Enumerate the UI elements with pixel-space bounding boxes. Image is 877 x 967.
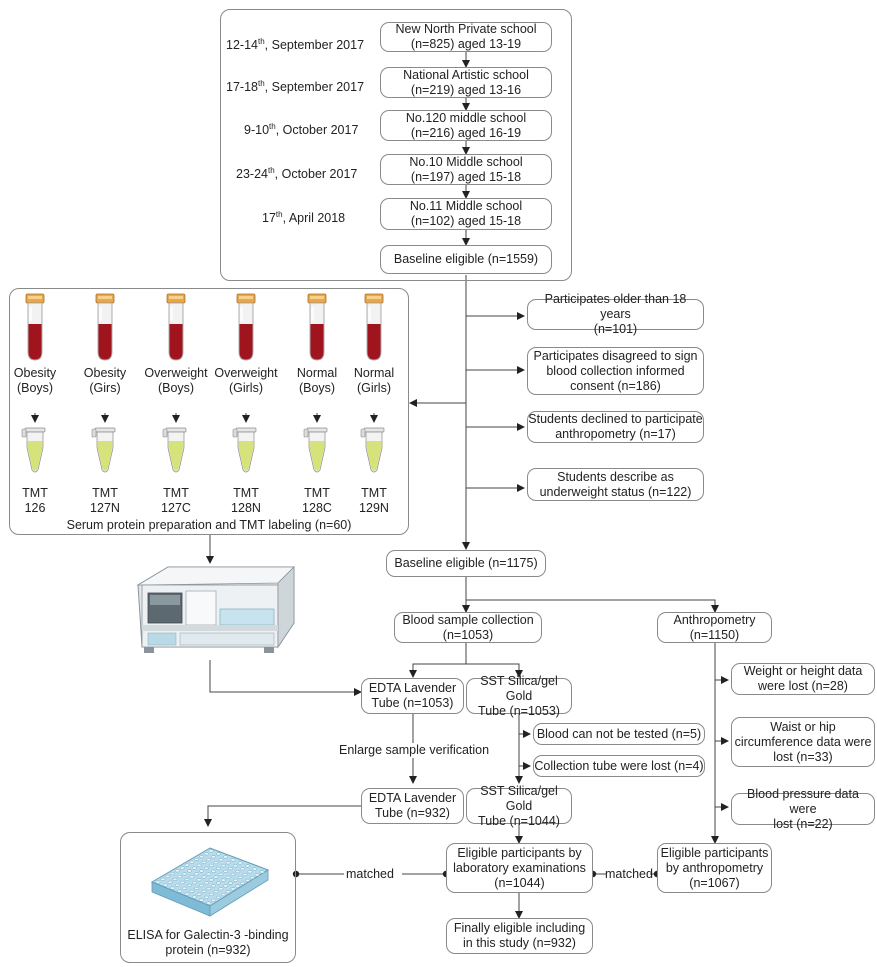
timeline-date-5: 17th, April 2018 bbox=[262, 210, 346, 226]
sst-tube-1053: SST Silica/gel Gold Tube (n=1053) bbox=[466, 674, 572, 718]
school-box-2: National Artistic school (n=219) aged 13… bbox=[380, 67, 552, 98]
tmt-label-2: TMT 127N bbox=[90, 486, 120, 515]
elisa-label: ELISA for Galectin-3 -binding protein (n… bbox=[127, 928, 289, 957]
school-box-1: New North Private school (n=825) aged 13… bbox=[380, 22, 552, 52]
enlarge-sample-verification: Enlarge sample verification bbox=[339, 743, 490, 758]
school-box-4: No.10 Middle school (n=197) aged 15-18 bbox=[380, 154, 552, 185]
blood-sample-collection: Blood sample collection (n=1053) bbox=[394, 612, 542, 643]
edta-tube-932: EDTA Lavender Tube (n=932) bbox=[361, 788, 464, 824]
matched-label-left: matched bbox=[346, 867, 394, 881]
edta-tube-1053: EDTA Lavender Tube (n=1053) bbox=[361, 678, 464, 714]
tmt-caption: Serum protein preparation and TMT labeli… bbox=[66, 518, 352, 532]
sst-tube-1044: SST Silica/gel Gold Tube (n=1044) bbox=[466, 784, 572, 828]
tmt-labeling-frame bbox=[9, 288, 409, 535]
tmt-label-6: TMT 129N bbox=[359, 486, 389, 515]
group-label-6: Normal (Girls) bbox=[353, 366, 395, 395]
school-box-3: No.120 middle school (n=216) aged 16-19 bbox=[380, 110, 552, 141]
exclusion-no-consent: Participates disagreed to sign blood col… bbox=[527, 347, 704, 395]
timeline-date-2: 17-18th, September 2017 bbox=[226, 79, 365, 95]
mass-spectrometer-icon bbox=[136, 566, 295, 653]
timeline-date-1: 12-14th, September 2017 bbox=[226, 37, 365, 53]
elisa-plate-icon bbox=[150, 847, 270, 917]
timeline-date-4: 23-24th, October 2017 bbox=[236, 166, 358, 182]
anthro-eligible: Eligible participants by anthropometry (… bbox=[657, 843, 772, 893]
baseline-eligible-1175: Baseline eligible (n=1175) bbox=[386, 550, 546, 577]
weight-height-lost: Weight or height data were lost (n=28) bbox=[731, 663, 875, 695]
anthropometry-box: Anthropometry (n=1150) bbox=[657, 612, 772, 643]
tmt-label-5: TMT 128C bbox=[302, 486, 332, 515]
exclusion-underweight: Students describe as underweight status … bbox=[527, 468, 704, 501]
tmt-label-1: TMT 126 bbox=[22, 486, 48, 515]
group-label-1: Obesity (Boys) bbox=[13, 366, 57, 395]
exclusion-declined-anthropometry: Students declined to participate anthrop… bbox=[527, 411, 704, 443]
group-label-5: Normal (Boys) bbox=[296, 366, 338, 395]
waist-hip-lost: Waist or hip circumference data were los… bbox=[731, 717, 875, 767]
tmt-label-3: TMT 127C bbox=[161, 486, 191, 515]
blood-pressure-lost: Blood pressure data were lost (n=22) bbox=[731, 787, 875, 831]
school-recruitment-frame bbox=[220, 9, 572, 281]
collection-tube-lost: Collection tube were lost (n=4) bbox=[533, 755, 705, 777]
tmt-label-4: TMT 128N bbox=[231, 486, 261, 515]
group-label-4: Overweight (Girls) bbox=[214, 366, 278, 395]
matched-label-right: matched bbox=[605, 867, 653, 881]
group-label-2: Obesity (Girs) bbox=[83, 366, 127, 395]
lab-eligible: Eligible participants by laboratory exam… bbox=[446, 843, 593, 893]
finally-eligible: Finally eligible including in this study… bbox=[446, 918, 593, 954]
timeline-date-3: 9-10th, October 2017 bbox=[244, 122, 359, 138]
school-box-5: No.11 Middle school (n=102) aged 15-18 bbox=[380, 198, 552, 230]
blood-not-tested: Blood can not be tested (n=5) bbox=[533, 723, 705, 745]
group-label-3: Overweight (Boys) bbox=[144, 366, 208, 395]
baseline-eligible-1559: Baseline eligible (n=1559) bbox=[380, 245, 552, 274]
elisa-frame bbox=[120, 832, 296, 963]
